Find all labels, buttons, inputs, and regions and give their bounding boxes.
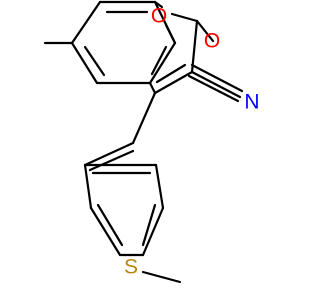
bond-line [150, 45, 168, 76]
bond-line [131, 91, 157, 145]
bond-line [153, 0, 164, 9]
bond-line [190, 70, 242, 99]
bond-line [195, 19, 215, 43]
atom-label-o-carbonyl: O [204, 30, 220, 53]
bond-line [89, 206, 122, 257]
bond-line [83, 45, 106, 77]
bond-line [153, 70, 194, 95]
atom-label-o-ring: O [151, 5, 167, 28]
bond-line [141, 203, 157, 247]
bond-line [70, 41, 99, 85]
bond-line [96, 203, 124, 247]
bond-line [70, 0, 102, 45]
bond-line [164, 23, 177, 45]
bond-line [154, 163, 165, 210]
bond-line [83, 141, 135, 167]
bond-line [148, 41, 177, 85]
bond-line [187, 74, 240, 103]
bond-line [141, 270, 182, 284]
bond-line [141, 206, 165, 257]
bond-line [190, 63, 244, 93]
bond-line [148, 81, 157, 95]
bond-line [170, 12, 199, 23]
atom-labels: O O N S [124, 5, 260, 279]
bond-line [83, 163, 93, 210]
molecule-structure: O O N S [43, 0, 260, 284]
atom-label-s-thioether: S [124, 256, 138, 279]
bond-line [88, 149, 135, 172]
atom-label-n-nitrile: N [244, 91, 259, 114]
bond-line [155, 63, 187, 84]
bond-line [190, 19, 199, 74]
bond-lines [43, 0, 244, 284]
